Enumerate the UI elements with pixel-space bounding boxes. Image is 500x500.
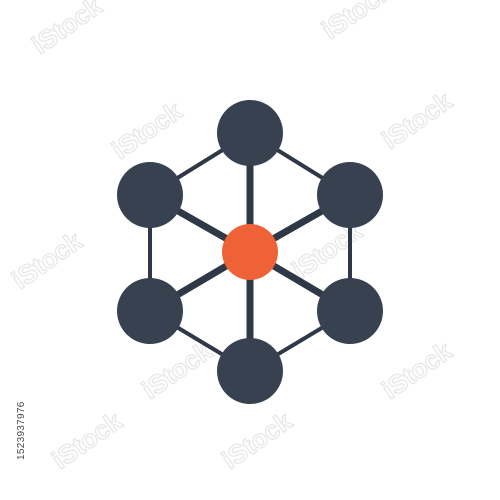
node-upper-left: [117, 162, 183, 228]
node-top: [217, 100, 283, 166]
hub-node: [222, 224, 278, 280]
network-nodes: [117, 100, 383, 404]
node-upper-right: [317, 162, 383, 228]
stock-image-id: 1523937976: [16, 401, 27, 460]
node-bottom: [217, 338, 283, 404]
node-lower-right: [317, 278, 383, 344]
node-lower-left: [117, 278, 183, 344]
